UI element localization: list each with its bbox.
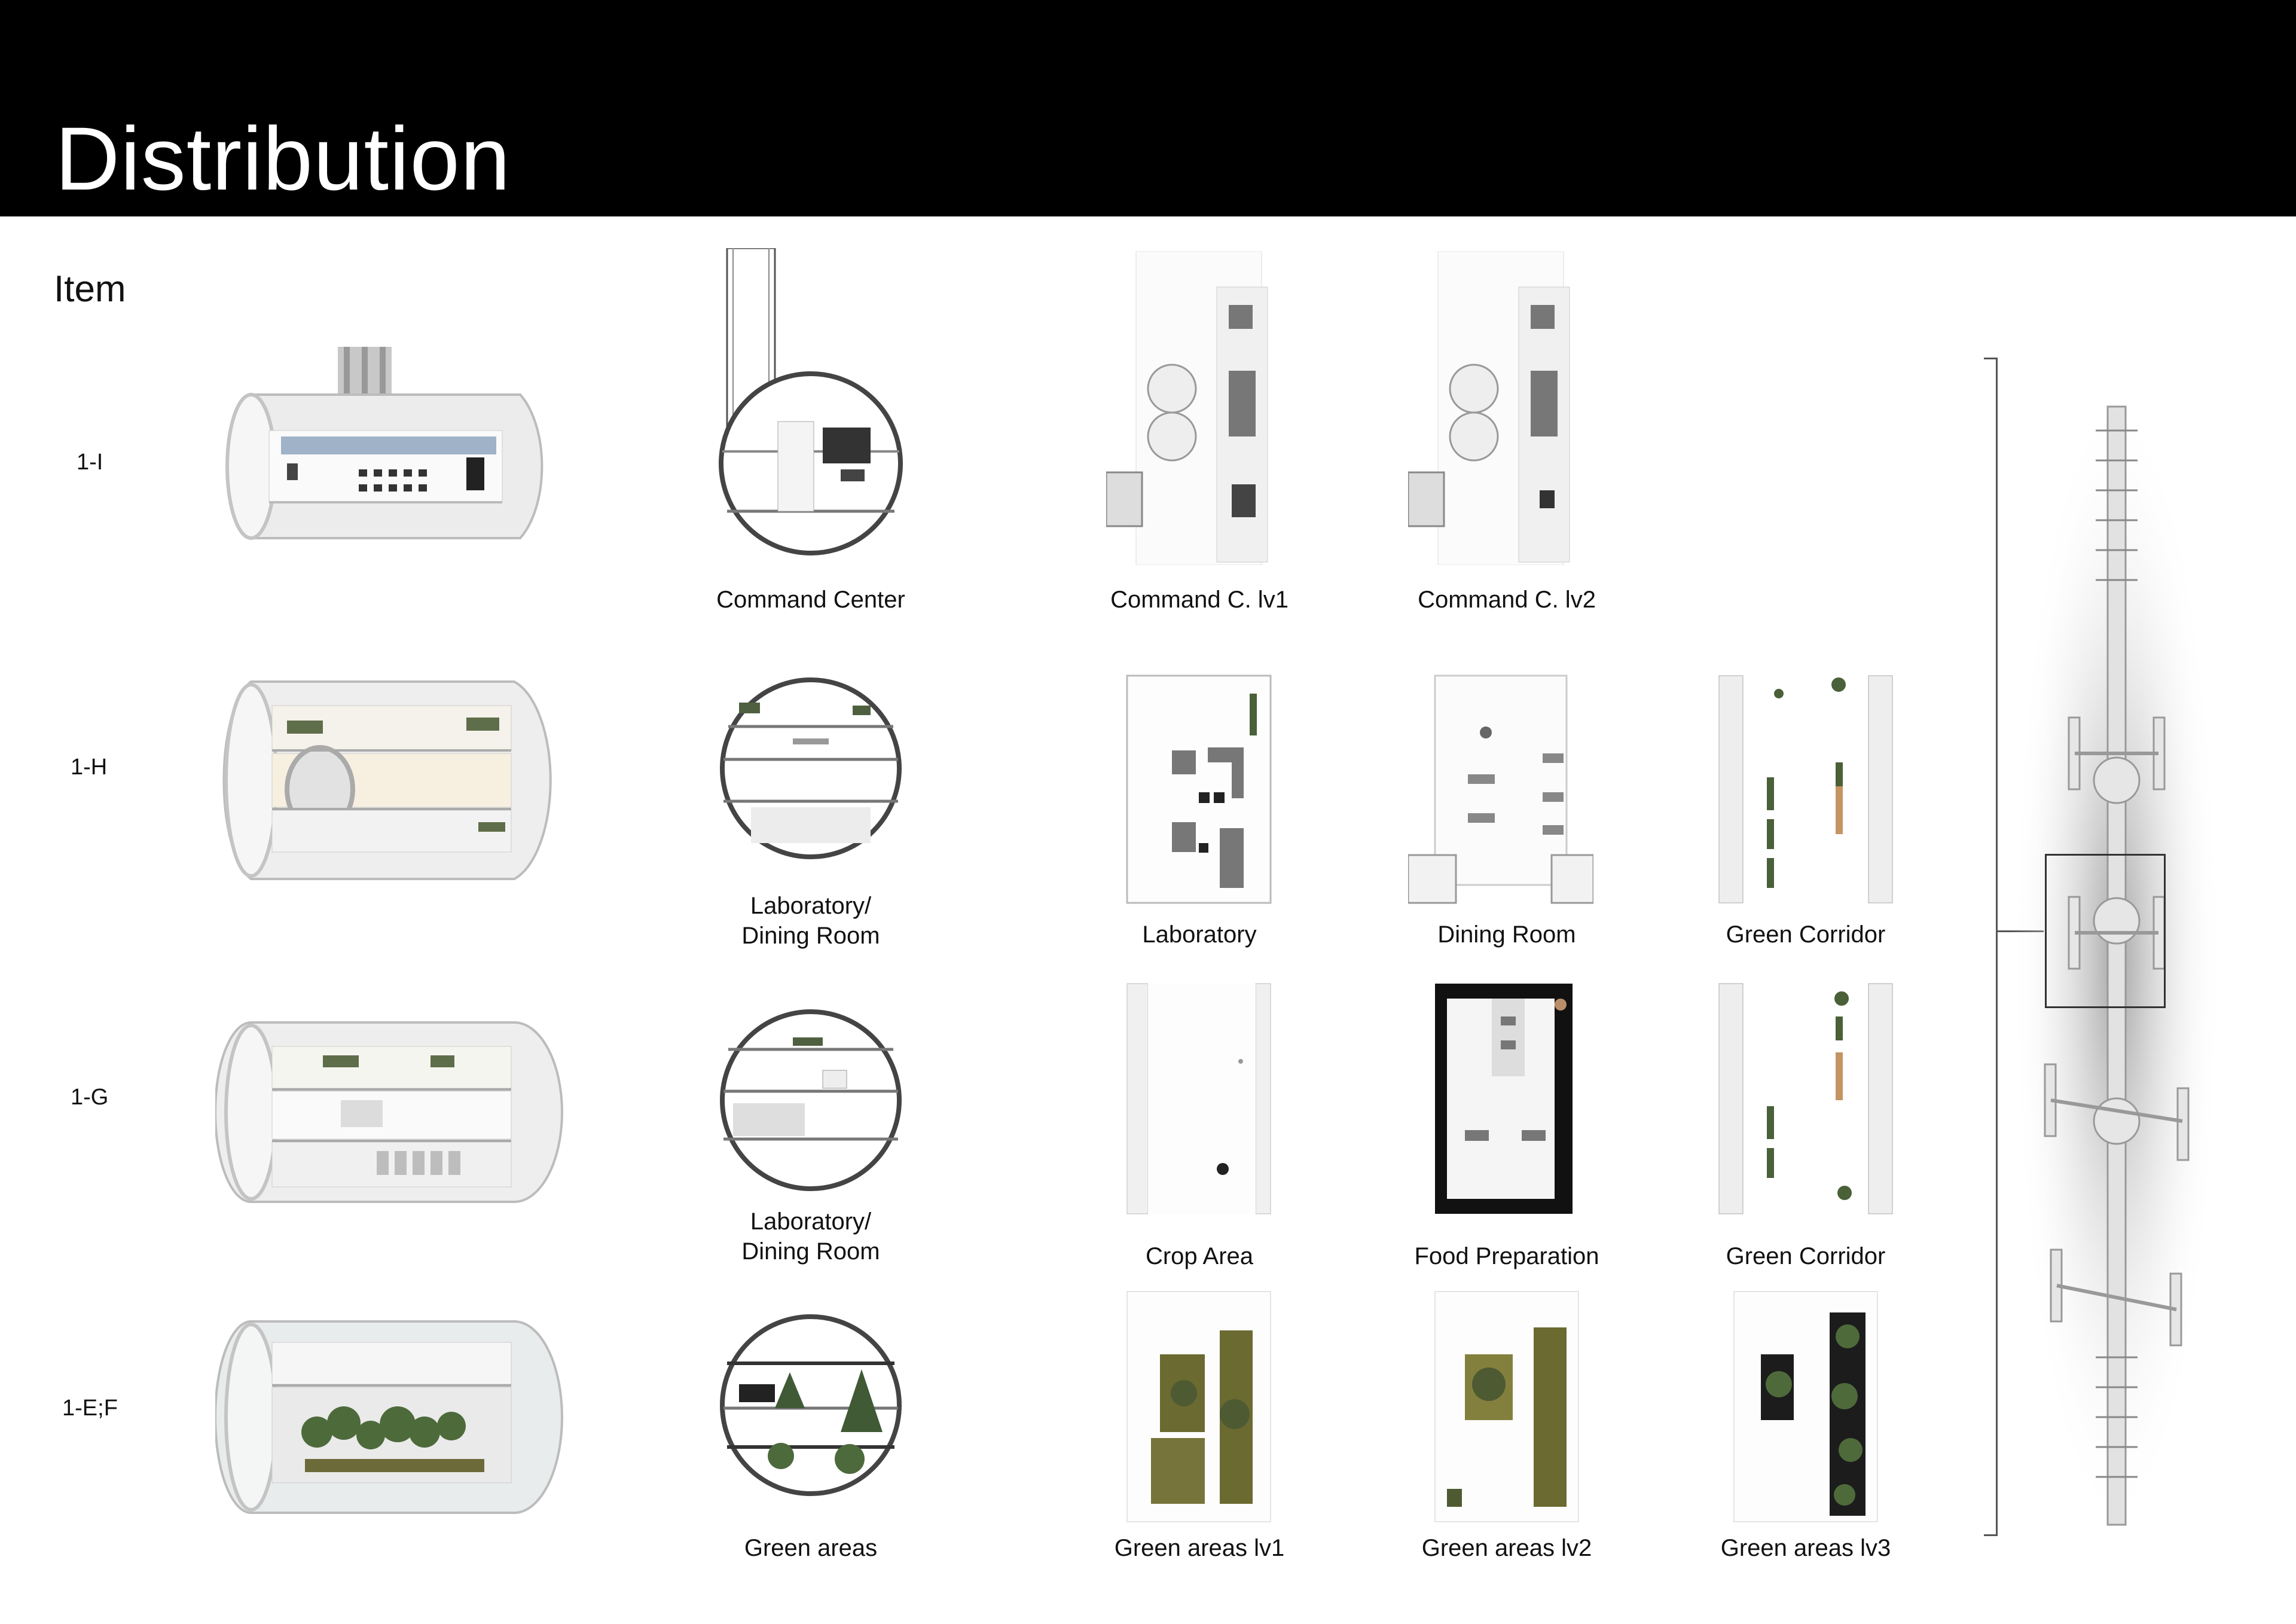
module-render-1-g: [215, 1021, 563, 1203]
row-label-1-h: 1-H: [71, 755, 108, 780]
caption-command-lv2: Command C. lv2: [1418, 587, 1596, 613]
overview-highlight-frame: [2045, 854, 2166, 1008]
plan-dining-room: [1408, 674, 1593, 904]
caption-lab-dining-1g-line1: Laboratory/: [750, 1208, 872, 1235]
plan-green-corridor-1g: [1718, 983, 1893, 1214]
header-bar: Distribution: [0, 0, 2296, 216]
module-render-1-i: [225, 347, 544, 540]
section-laboratory-dining-1h: [720, 677, 902, 859]
section-command-center: [719, 248, 903, 555]
caption-lab-dining-1g-line2: Dining Room: [741, 1238, 880, 1265]
plan-green-areas-lv1: [1126, 1291, 1271, 1522]
station-overview-plan: [2012, 389, 2221, 1537]
caption-green-areas-lv1: Green areas lv1: [1114, 1535, 1285, 1561]
caption-green-corridor-1g: Green Corridor: [1726, 1243, 1886, 1269]
caption-lab-dining-1h-line2: Dining Room: [741, 923, 880, 949]
plan-crop-area: [1126, 983, 1271, 1214]
module-render-1-ef: [215, 1320, 563, 1514]
caption-crop-area: Crop Area: [1145, 1243, 1254, 1269]
caption-green-areas-lv3: Green areas lv3: [1720, 1535, 1891, 1561]
plan-food-preparation: [1435, 984, 1573, 1214]
plan-green-areas-lv2: [1434, 1291, 1579, 1522]
plan-command-lv1: [1106, 251, 1268, 565]
page-title: Distribution: [55, 108, 511, 209]
caption-command-lv1: Command C. lv1: [1110, 587, 1289, 613]
row-label-1-ef: 1-E;F: [62, 1396, 118, 1421]
overview-bracket: [1984, 358, 1998, 1536]
section-laboratory-dining-1g: [720, 1009, 902, 1191]
module-render-1-h: [222, 680, 552, 880]
plan-laboratory: [1126, 674, 1272, 904]
caption-green-corridor-1h: Green Corridor: [1726, 921, 1886, 948]
item-heading: Item: [54, 268, 126, 310]
caption-lab-dining-1h-line1: Laboratory/: [750, 893, 872, 919]
caption-green-areas-lv2: Green areas lv2: [1421, 1535, 1592, 1561]
row-label-1-g: 1-G: [71, 1085, 109, 1110]
plan-green-corridor-1h: [1718, 675, 1893, 903]
section-green-areas: [720, 1314, 902, 1496]
plan-green-areas-lv3: [1733, 1291, 1878, 1522]
caption-command-center: Command Center: [716, 587, 905, 613]
caption-laboratory: Laboratory: [1142, 921, 1257, 948]
caption-green-areas: Green areas: [744, 1535, 878, 1561]
plan-command-lv2: [1408, 251, 1570, 565]
row-label-1-i: 1-I: [77, 450, 103, 475]
caption-dining-room: Dining Room: [1437, 921, 1576, 948]
caption-food-preparation: Food Preparation: [1414, 1243, 1599, 1269]
